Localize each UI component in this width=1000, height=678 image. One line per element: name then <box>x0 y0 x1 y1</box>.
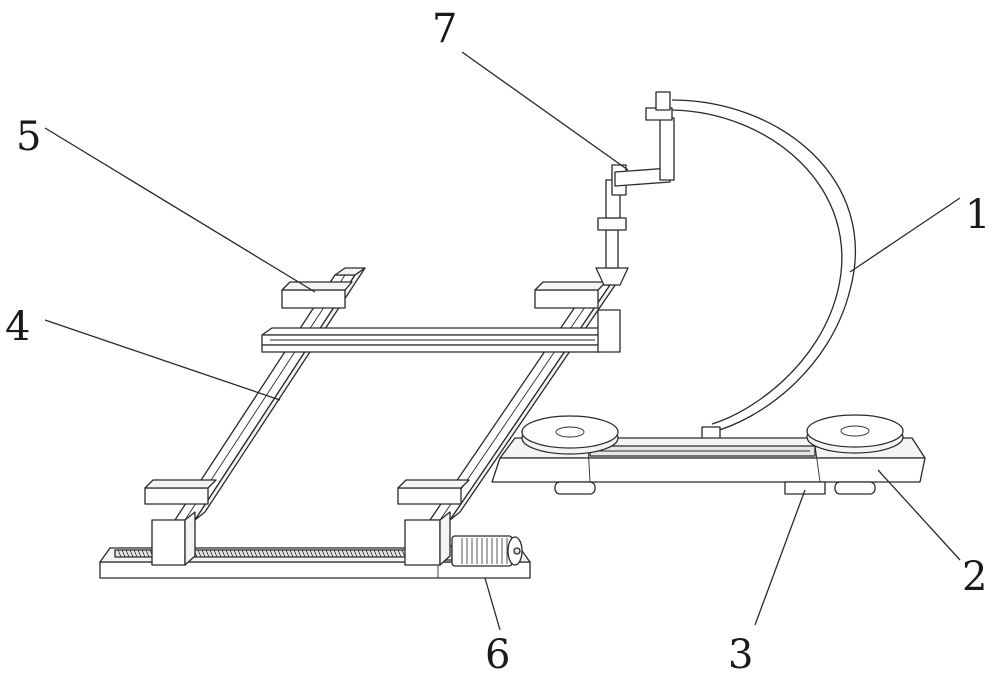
frame-left-beam <box>151 267 366 566</box>
label-7: 7 <box>432 6 457 52</box>
drive-motor <box>439 535 523 567</box>
label-2: 2 <box>962 554 987 600</box>
support-pads <box>144 281 607 505</box>
leader-lines <box>44 51 961 631</box>
label-4: 4 <box>5 304 30 350</box>
label-6: 6 <box>485 632 510 678</box>
clamp-assembly <box>595 91 675 286</box>
label-3: 3 <box>728 632 753 678</box>
arc-rail <box>671 99 856 444</box>
label-1: 1 <box>965 192 990 238</box>
label-5: 5 <box>16 114 41 160</box>
wheel-right <box>806 414 904 454</box>
wheel-left <box>521 415 619 455</box>
feet <box>554 481 876 495</box>
frame-crossbars <box>261 309 621 353</box>
